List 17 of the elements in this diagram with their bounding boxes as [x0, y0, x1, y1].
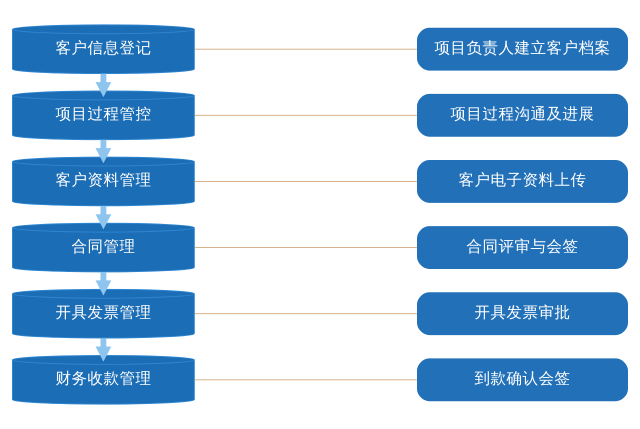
node-box: 合同评审与会签 [417, 226, 628, 269]
node-box: 项目过程沟通及进展 [417, 94, 628, 137]
connector [194, 48, 418, 50]
connector [194, 313, 418, 314]
node-box: 项目负责人建立客户档案 [417, 28, 628, 71]
arrow [96, 74, 112, 98]
node-box: 到款确认会签 [417, 358, 628, 402]
connector [194, 379, 418, 380]
arrow [96, 272, 112, 296]
arrow [96, 206, 112, 230]
connector [194, 114, 418, 116]
arrow [96, 140, 112, 164]
connector [194, 247, 418, 248]
arrow [96, 338, 112, 362]
node-box: 开具发票审批 [417, 292, 628, 336]
connector [194, 180, 418, 182]
node-box: 客户电子资料上传 [417, 160, 628, 203]
